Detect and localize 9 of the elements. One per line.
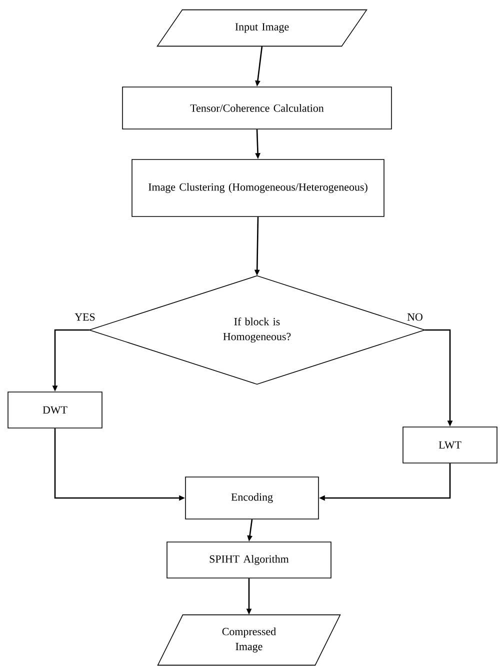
process-box: SPIHT Algorithm: [166, 542, 332, 578]
process-box: LWT: [402, 426, 498, 464]
process-box: Image Clustering (Homogeneous/Heterogeneous): [132, 159, 384, 217]
output-parallelogram: Compressed Image: [157, 614, 341, 666]
process-box: DWT: [8, 392, 102, 428]
edge-label: NO: [406, 312, 424, 322]
process-box: Tensor/Coherence Calculation: [122, 86, 392, 130]
process-box: Encoding: [185, 476, 319, 520]
input-parallelogram: Input Image: [156, 9, 368, 47]
